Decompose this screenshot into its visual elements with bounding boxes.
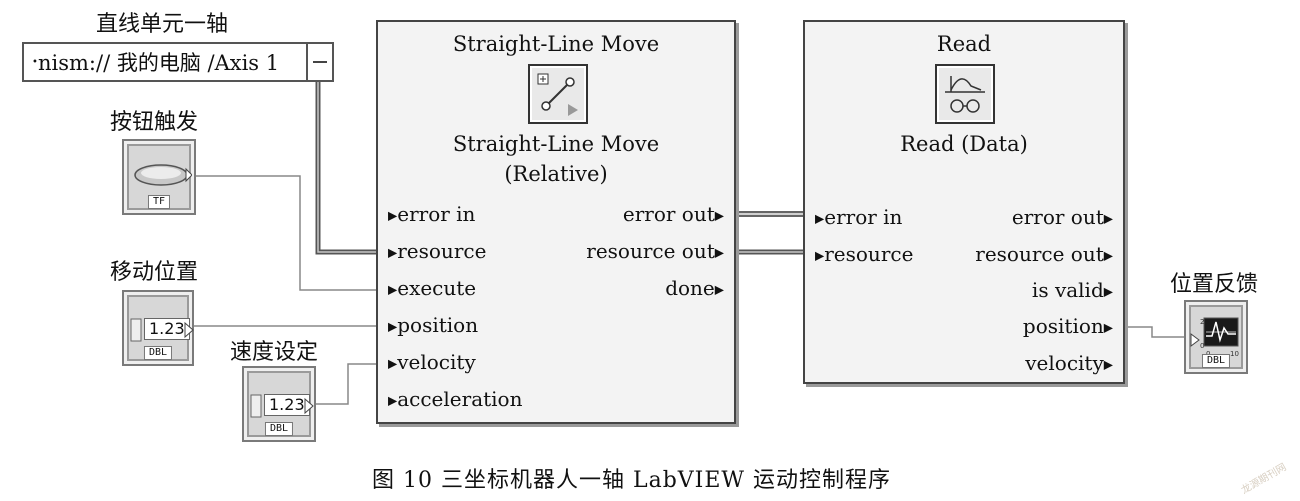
velocity-type-tag: DBL <box>264 422 294 436</box>
position-feedback-terminal[interactable]: 2 0 0 10 DBL <box>1184 300 1248 374</box>
move-input-velocity[interactable]: ▶velocity <box>388 350 476 374</box>
move-vi-subtitle-mode: (Relative) <box>504 162 608 186</box>
wire-resource-in <box>315 80 384 255</box>
read-data-icon <box>935 64 995 124</box>
read-output-is-valid[interactable]: is valid▶ <box>1031 278 1113 302</box>
input-arrow-icon: ▶ <box>815 211 825 226</box>
input-arrow-icon: ▶ <box>388 319 398 334</box>
move-input-execute[interactable]: ▶execute <box>388 276 477 300</box>
waveform-graph-icon: 2 0 0 10 <box>1190 317 1239 358</box>
wire-execute <box>192 175 384 291</box>
input-arrow-icon: ▶ <box>388 282 398 297</box>
straight-line-move-icon <box>528 64 588 124</box>
input-arrow-icon: ▶ <box>388 245 398 260</box>
position-type-tag: DBL <box>143 346 173 360</box>
button-terminal[interactable]: TF <box>122 139 196 215</box>
oval-button-icon <box>134 164 192 186</box>
figure-caption: 图 10 三坐标机器人一轴 LabVIEW 运动控制程序 <box>372 468 892 493</box>
straight-line-move-node[interactable]: Straight-Line Move Straight-Line Move (R… <box>376 20 736 424</box>
output-arrow-icon: ▶ <box>1103 320 1113 335</box>
move-input-resource[interactable]: ▶resource <box>388 239 487 263</box>
browse-button[interactable] <box>306 44 332 80</box>
read-vi-subtitle: Read (Data) <box>900 132 1028 156</box>
input-arrow-icon: ▶ <box>388 208 398 223</box>
position-control-label: 移动位置 <box>110 260 199 285</box>
svg-text:10: 10 <box>1230 350 1239 358</box>
read-input-error-in[interactable]: ▶error in <box>815 205 903 229</box>
output-arrow-icon <box>184 321 194 339</box>
output-arrow-icon: ▶ <box>714 282 724 297</box>
button-type-tag: TF <box>147 195 171 209</box>
position-numeric-value: 1.23 <box>144 318 190 340</box>
increment-icon <box>250 394 262 418</box>
read-output-resource-out[interactable]: resource out▶ <box>975 242 1113 266</box>
move-output-error-out[interactable]: error out▶ <box>622 202 724 226</box>
watermark: 龙源期刊网 <box>1239 461 1289 497</box>
move-vi-title: Straight-Line Move <box>452 32 660 56</box>
increment-icon <box>130 318 142 342</box>
button-control-label: 按钮触发 <box>110 110 199 135</box>
svg-text:2: 2 <box>1200 318 1204 326</box>
output-arrow-icon: ▶ <box>1103 248 1113 263</box>
svg-text:0: 0 <box>1200 342 1204 350</box>
browse-icon <box>313 61 327 63</box>
position-terminal[interactable]: 1.23 DBL <box>122 290 194 366</box>
output-arrow-icon: ▶ <box>1103 357 1113 372</box>
axis-resource-control[interactable]: • nism:// 我的电脑 /Axis 1 <box>22 42 334 82</box>
output-arrow-icon: ▶ <box>714 208 724 223</box>
wire-velocity <box>315 363 384 405</box>
read-data-node[interactable]: Read Read (Data) ▶error in ▶resource err… <box>803 20 1125 384</box>
output-arrow-icon <box>304 397 314 415</box>
read-output-position[interactable]: position▶ <box>1022 314 1113 338</box>
resource-dot-icon: • <box>32 56 38 68</box>
read-vi-title: Read <box>936 32 992 56</box>
wire-position-out <box>1120 326 1188 338</box>
velocity-control-label: 速度设定 <box>230 340 319 365</box>
move-input-error-in[interactable]: ▶error in <box>388 202 476 226</box>
position-feedback-label: 位置反馈 <box>1170 272 1259 297</box>
output-arrow-icon: ▶ <box>1103 284 1113 299</box>
indicator-type-tag: DBL <box>1201 354 1231 368</box>
axis-control-label: 直线单元一轴 <box>96 12 229 37</box>
velocity-terminal[interactable]: 1.23 DBL <box>242 366 316 442</box>
input-arrow-icon: ▶ <box>815 248 825 263</box>
move-input-acceleration[interactable]: ▶acceleration <box>388 387 523 411</box>
velocity-numeric-value: 1.23 <box>264 394 310 416</box>
input-arrow-icon: ▶ <box>388 356 398 371</box>
move-vi-subtitle: Straight-Line Move <box>452 132 660 156</box>
move-input-position[interactable]: ▶position <box>388 313 479 337</box>
axis-resource-value: nism:// 我的电脑 /Axis 1 <box>38 51 280 75</box>
move-output-done[interactable]: done▶ <box>665 276 724 300</box>
read-input-resource[interactable]: ▶resource <box>815 242 914 266</box>
read-output-error-out[interactable]: error out▶ <box>1011 205 1113 229</box>
input-arrow-icon: ▶ <box>388 393 398 408</box>
move-output-resource-out[interactable]: resource out▶ <box>586 239 724 263</box>
read-output-velocity[interactable]: velocity▶ <box>1025 351 1113 375</box>
output-arrow-icon: ▶ <box>714 245 724 260</box>
output-arrow-icon: ▶ <box>1103 211 1113 226</box>
